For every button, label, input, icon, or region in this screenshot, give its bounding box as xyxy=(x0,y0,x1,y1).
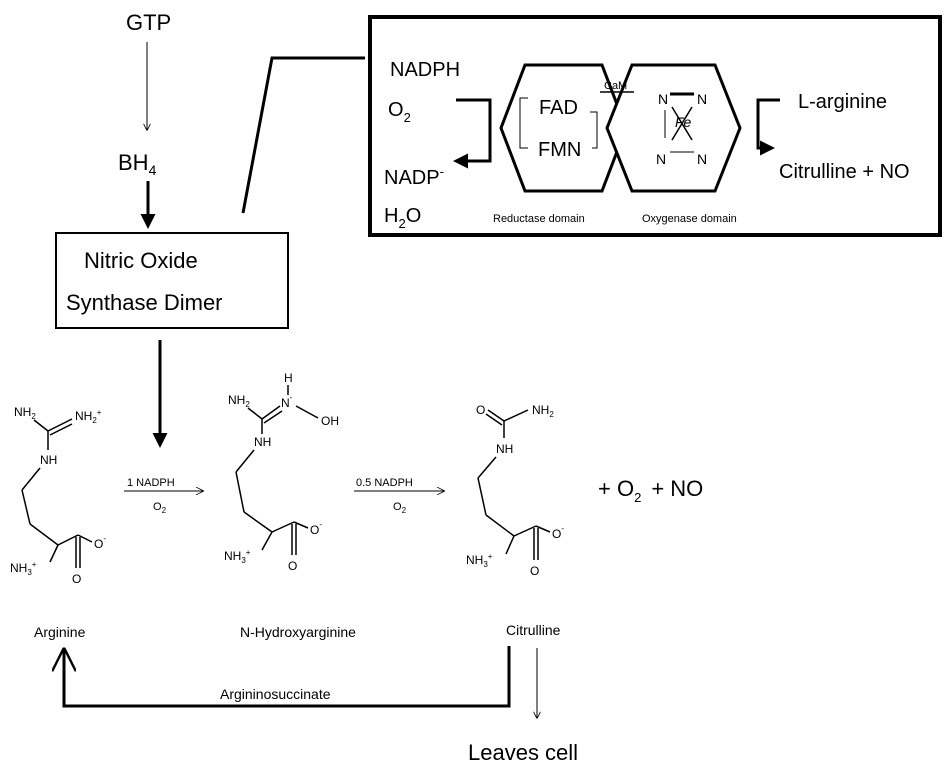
svg-text:NH: NH xyxy=(254,435,271,449)
svg-text:NH: NH xyxy=(496,442,513,456)
svg-text:O-: O- xyxy=(552,524,564,541)
fmn-right-bracket xyxy=(590,111,598,149)
svg-text:NH2: NH2 xyxy=(532,403,554,419)
svg-text:NH2+: NH2+ xyxy=(75,408,102,425)
reductase-bracket-arrow xyxy=(453,98,492,169)
reductase-domain-label: Reductase domain xyxy=(493,213,585,225)
svg-text:NH2: NH2 xyxy=(228,393,250,409)
citrulline-name: Citrulline xyxy=(506,622,561,638)
nos-dimer-label-line2: Synthase Dimer xyxy=(66,290,223,315)
products-label: + O2+ NO xyxy=(598,476,703,505)
argininosuccinate-label: Argininosuccinate xyxy=(220,686,331,702)
oxygenase-domain-label: Oxygenase domain xyxy=(642,213,737,225)
step1-o2-label: O2 xyxy=(153,501,167,515)
heme-n-bottom-right: N xyxy=(697,151,707,167)
step2-cofactor-label: 0.5 NADPH xyxy=(356,477,413,489)
svg-text:O: O xyxy=(476,403,485,417)
fad-left-bracket xyxy=(519,97,528,149)
svg-text:O-: O- xyxy=(94,534,106,551)
fmn-label: FMN xyxy=(538,139,581,161)
bh4-label: BH4 xyxy=(118,150,157,178)
svg-text:NH2: NH2 xyxy=(14,405,36,421)
svg-text:NH3+: NH3+ xyxy=(466,552,493,569)
o2-label: O2 xyxy=(388,99,411,125)
nos-dimer-box xyxy=(55,232,289,329)
citrulline-no-label: Citrulline + NO xyxy=(779,161,910,183)
arginine-structure: NH2 NH2+ NH NH3+ O- O xyxy=(10,405,106,586)
nadph-label: NADPH xyxy=(390,59,460,81)
nos-detail-connector xyxy=(241,56,365,214)
cam-label: CaM xyxy=(604,80,627,92)
svg-text:H: H xyxy=(284,371,293,385)
step2-o2-label: O2 xyxy=(393,501,407,515)
heme-n-top-left: N xyxy=(658,91,668,107)
oxygenase-bracket-arrow xyxy=(756,98,780,156)
argininosuccinate-recycle-arrow xyxy=(64,646,511,708)
gtp-label: GTP xyxy=(126,10,171,35)
heme-n-bottom-left: N xyxy=(656,151,666,167)
svg-text:O: O xyxy=(530,564,539,578)
n-hydroxyarginine-structure: H NH2 N- OH NH NH3+ O- O xyxy=(224,371,339,573)
h2o-label: H2O xyxy=(384,205,421,231)
svg-text:N-: N- xyxy=(281,393,293,410)
nadp-label: NADP- xyxy=(384,164,444,189)
svg-text:O: O xyxy=(288,559,297,573)
svg-text:O-: O- xyxy=(310,520,322,537)
svg-text:OH: OH xyxy=(321,414,339,428)
leaves-cell-label: Leaves cell xyxy=(468,740,578,765)
svg-text:O: O xyxy=(72,572,81,586)
reductase-domain-hexagon xyxy=(499,63,628,193)
l-arginine-label: L-arginine xyxy=(798,91,887,113)
n-hydroxyarginine-name: N-Hydroxyarginine xyxy=(240,624,356,640)
fad-label: FAD xyxy=(539,97,578,119)
heme-cross-2 xyxy=(671,106,693,141)
svg-text:NH: NH xyxy=(40,453,57,467)
heme-n-top-right: N xyxy=(697,91,707,107)
arginine-name: Arginine xyxy=(34,624,86,640)
citrulline-structure: O NH2 NH NH3+ O- O xyxy=(466,403,564,578)
svg-text:NH3+: NH3+ xyxy=(224,548,251,565)
svg-text:NH3+: NH3+ xyxy=(10,560,37,577)
nos-dimer-label-line1: Nitric Oxide xyxy=(84,248,198,273)
oxygenase-domain-hexagon xyxy=(605,63,742,193)
step1-cofactor-label: 1 NADPH xyxy=(127,477,175,489)
